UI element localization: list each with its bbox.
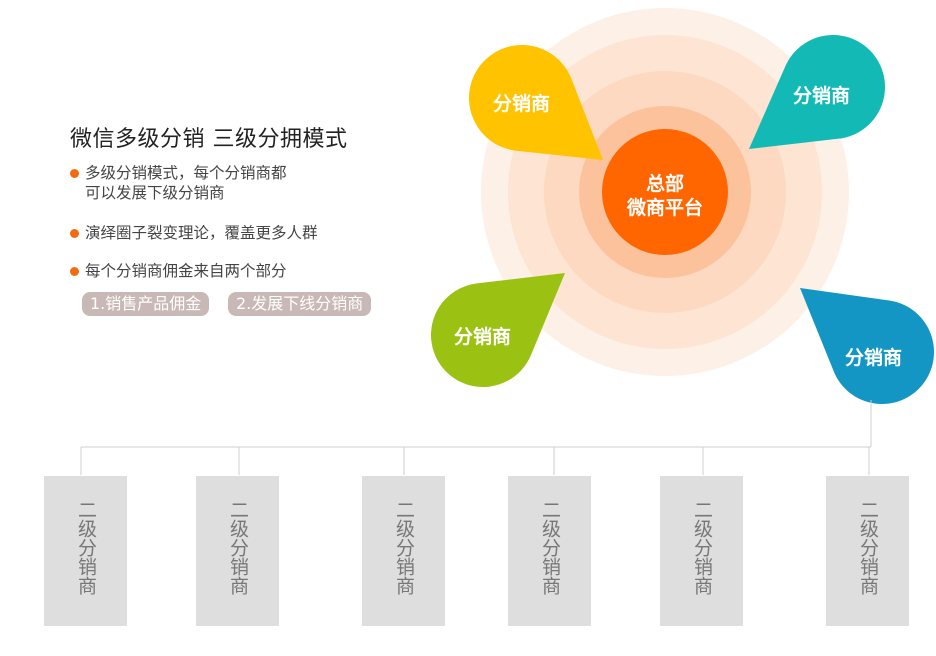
page-title: 微信多级分销 三级分拥模式 bbox=[70, 127, 348, 152]
center-line1: 总部 bbox=[645, 173, 684, 195]
distributor-drop bbox=[749, 35, 885, 149]
second-level-box: 二级分销商 bbox=[44, 476, 127, 626]
connector-lines bbox=[80, 400, 872, 475]
center-hub bbox=[602, 129, 728, 255]
bullet-dot-icon bbox=[70, 267, 79, 276]
second-level-box: 二级分销商 bbox=[362, 476, 445, 626]
bullet-dot-icon bbox=[70, 229, 79, 238]
center-label: 总部 微商平台 bbox=[600, 172, 730, 220]
distributor-drop bbox=[800, 288, 934, 404]
second-level-box: 二级分销商 bbox=[508, 476, 591, 626]
second-level-box: 二级分销商 bbox=[196, 476, 279, 626]
commission-tag: 2.发展下线分销商 bbox=[228, 292, 372, 316]
distributor-label: 分销商 bbox=[454, 326, 512, 348]
distributor-label: 分销商 bbox=[845, 347, 903, 369]
second-level-box: 二级分销商 bbox=[826, 476, 909, 626]
distributor-label: 分销商 bbox=[793, 85, 851, 107]
box-label: 二级分销商 bbox=[857, 500, 879, 595]
center-line2: 微商平台 bbox=[626, 197, 703, 219]
distributor-drop bbox=[431, 273, 565, 387]
bullet-item: 每个分销商佣金来自两个部分 bbox=[70, 261, 287, 281]
distributor-drop bbox=[469, 45, 603, 161]
bullet-text: 每个分销商佣金来自两个部分 bbox=[85, 262, 287, 280]
bullet-item: 多级分销模式，每个分销商都 可以发展下级分销商 bbox=[70, 163, 287, 203]
box-label: 二级分销商 bbox=[393, 500, 415, 595]
bullet-text: 多级分销模式，每个分销商都 bbox=[85, 164, 287, 182]
bullet-text-cont: 可以发展下级分销商 bbox=[85, 184, 225, 202]
commission-tag: 1.销售产品佣金 bbox=[82, 292, 210, 316]
bullet-item: 演绎圈子裂变理论，覆盖更多人群 bbox=[70, 223, 318, 243]
box-label: 二级分销商 bbox=[75, 500, 97, 595]
bullet-text: 演绎圈子裂变理论，覆盖更多人群 bbox=[85, 224, 318, 242]
bullet-dot-icon bbox=[70, 169, 79, 178]
box-label: 二级分销商 bbox=[691, 500, 713, 595]
distributor-label: 分销商 bbox=[493, 93, 551, 115]
box-label: 二级分销商 bbox=[227, 500, 249, 595]
box-label: 二级分销商 bbox=[539, 500, 561, 595]
second-level-box: 二级分销商 bbox=[660, 476, 743, 626]
